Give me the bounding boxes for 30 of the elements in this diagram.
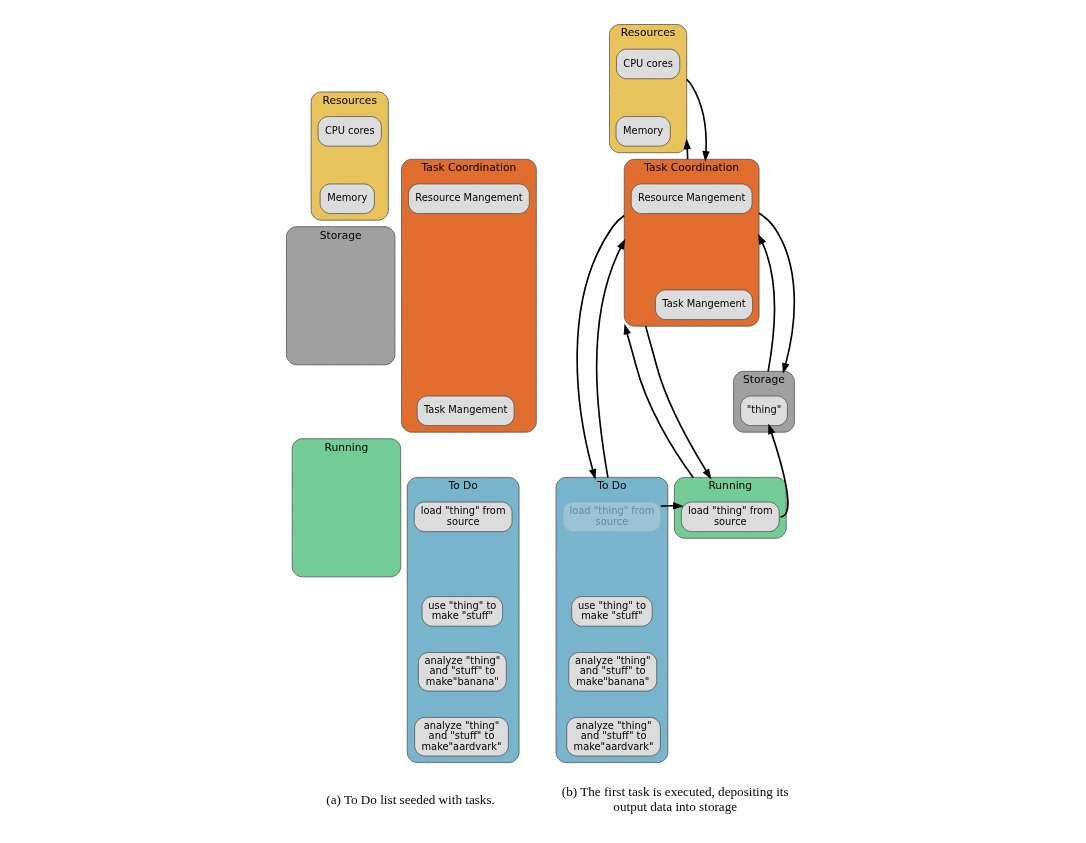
node-box: analyze "thing" and "stuff" to make"banana" [567,652,657,692]
arrow [757,233,775,373]
node-box: use "thing" to make "stuff" [570,596,653,627]
arrow [595,238,625,479]
arrow [575,214,625,480]
arrow [644,325,711,480]
node-box: analyze "thing" and "stuff" to make"aardvark" [565,717,661,757]
node-box: CPU cores [317,116,382,147]
node-box: use "thing" to make "stuff" [421,596,503,627]
label: (b) The first task is executed, depositing its output data into storage [561,784,789,814]
node-box: analyze "thing" and "stuff" to make"aardvark" [413,717,509,757]
label: (a) To Do list seeded with tasks. [325,791,495,807]
node-box: analyze "thing" and "stuff" to make"banana" [417,652,507,692]
node-box: Memory [319,183,375,214]
node-box: CPU cores [615,48,680,80]
arrow [659,502,684,510]
arrow [767,423,789,518]
node-box: Task Mangement [654,289,753,320]
node-box: load "thing" from source [413,501,512,533]
node-box: "thing" [739,395,788,427]
node-box: load "thing" from source [562,501,661,533]
node-box: Running [291,438,401,578]
node-box: Storage [285,226,395,366]
node-box: Resource Mangement [630,183,752,214]
arrow [757,212,795,374]
node-box: load "thing" from source [680,501,780,533]
arrow [623,323,694,479]
node-box: Resource Mangement [407,183,530,214]
node-box: Memory [615,116,671,147]
node-box: Task Mangement [416,395,515,427]
